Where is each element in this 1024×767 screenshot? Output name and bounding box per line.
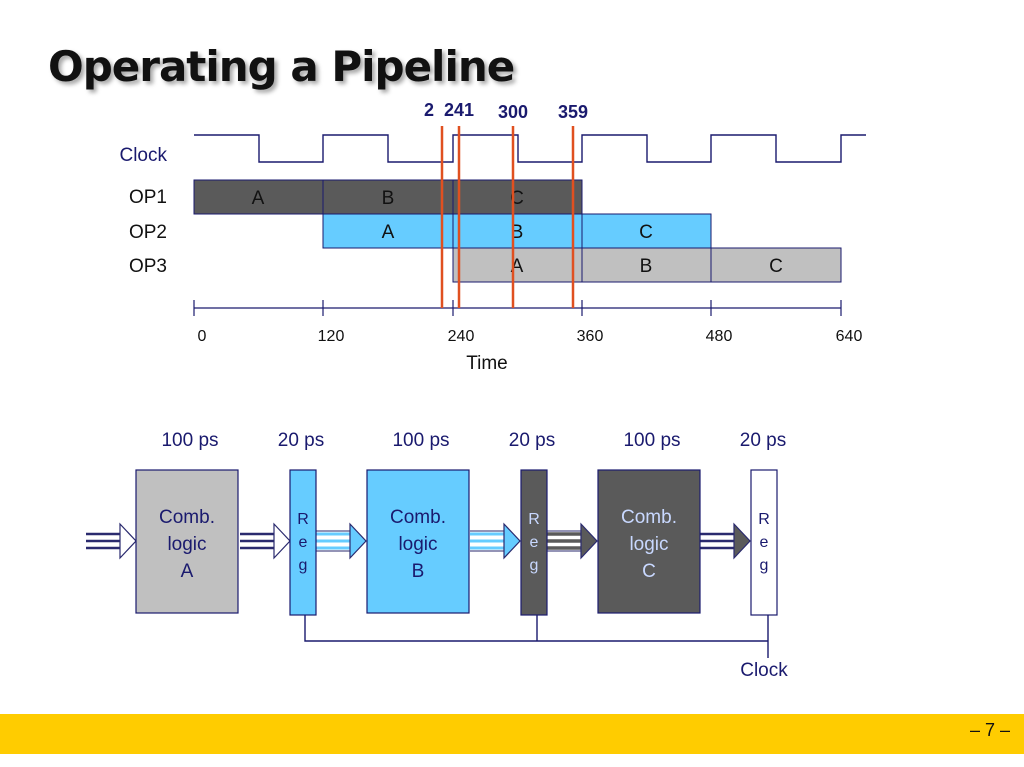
- reg-delay-label: 20 ps: [740, 430, 786, 451]
- marker-label: 359: [558, 102, 588, 122]
- reg2-letter: e: [530, 534, 539, 551]
- op2-label: OP2: [129, 222, 167, 243]
- marker-label: 2: [424, 100, 434, 120]
- register-1: [289, 469, 317, 616]
- arrow-reg1-to-b: [316, 522, 367, 560]
- clock-wire: [304, 615, 769, 658]
- axis-tick-label: 360: [577, 328, 604, 345]
- reg3-letter: g: [760, 557, 769, 574]
- comb-logic-b-line2: logic: [398, 534, 437, 555]
- slide-title: Operating a Pipeline: [48, 42, 515, 91]
- op3-label: OP3: [129, 256, 167, 277]
- timing-diagram: Clock OP1 OP2 OP3 A B C A B C A B C: [119, 100, 866, 374]
- time-markers: [440, 126, 575, 308]
- reg2-letter: R: [528, 511, 540, 528]
- time-axis-label: Time: [466, 353, 508, 374]
- comb-logic-c-block: [597, 469, 701, 614]
- reg1-letter: g: [299, 557, 308, 574]
- register-3: [750, 469, 778, 616]
- arrow-a-to-reg1: [240, 522, 291, 560]
- op2-bar: [322, 213, 712, 249]
- stage-delay-label: 100 ps: [392, 430, 449, 451]
- reg1-letter: R: [297, 511, 309, 528]
- page-number: – 7 –: [969, 720, 1010, 740]
- op3-stage-c: C: [769, 256, 783, 277]
- pipeline-clock-label: Clock: [740, 660, 788, 681]
- reg1-letter: e: [299, 534, 308, 551]
- comb-logic-b-block: [366, 469, 470, 614]
- clock-row-label: Clock: [119, 145, 167, 166]
- reg3-letter: e: [760, 534, 769, 551]
- stage-delay-label: 100 ps: [623, 430, 680, 451]
- register-2: [520, 469, 548, 616]
- comb-logic-b-line3: B: [412, 561, 425, 582]
- clock-waveform: [194, 134, 866, 163]
- reg-delay-label: 20 ps: [278, 430, 324, 451]
- footer-bar: – 7 –: [0, 714, 1024, 754]
- op3-stage-b: B: [640, 256, 653, 277]
- op1-bar: [193, 179, 583, 215]
- comb-logic-a-line1: Comb.: [159, 507, 215, 528]
- axis-tick-label: 120: [318, 328, 345, 345]
- comb-logic-b-line1: Comb.: [390, 507, 446, 528]
- axis-tick-label: 240: [448, 328, 475, 345]
- op1-stage-b: B: [382, 188, 395, 209]
- reg3-letter: R: [758, 511, 770, 528]
- stage-delay-label: 100 ps: [161, 430, 218, 451]
- comb-logic-c-line2: logic: [629, 534, 668, 555]
- pipeline-diagram: 100 ps 20 ps 100 ps 20 ps 100 ps 20 ps: [86, 430, 788, 681]
- reg-delay-label: 20 ps: [509, 430, 555, 451]
- input-arrow: [86, 522, 137, 560]
- axis-tick-label: 0: [198, 328, 207, 345]
- axis-tick-label: 480: [706, 328, 733, 345]
- op1-stage-a: A: [252, 188, 265, 209]
- op3-bar: [452, 247, 842, 283]
- op1-label: OP1: [129, 187, 167, 208]
- arrow-reg2-to-c: [547, 522, 598, 560]
- arrow-c-to-reg3: [700, 522, 751, 560]
- op2-stage-a: A: [382, 222, 395, 243]
- comb-logic-c-line3: C: [642, 561, 656, 582]
- comb-logic-a-line2: logic: [167, 534, 206, 555]
- axis-tick-marks: [193, 300, 842, 316]
- reg2-letter: g: [530, 557, 539, 574]
- marker-label: 300: [498, 102, 528, 122]
- axis-tick-label: 640: [836, 328, 863, 345]
- comb-logic-a-line3: A: [181, 561, 194, 582]
- comb-logic-a-block: [135, 469, 239, 614]
- arrow-b-to-reg2: [470, 522, 521, 560]
- marker-label: 241: [444, 100, 474, 120]
- comb-logic-c-line1: Comb.: [621, 507, 677, 528]
- op2-stage-c: C: [639, 222, 653, 243]
